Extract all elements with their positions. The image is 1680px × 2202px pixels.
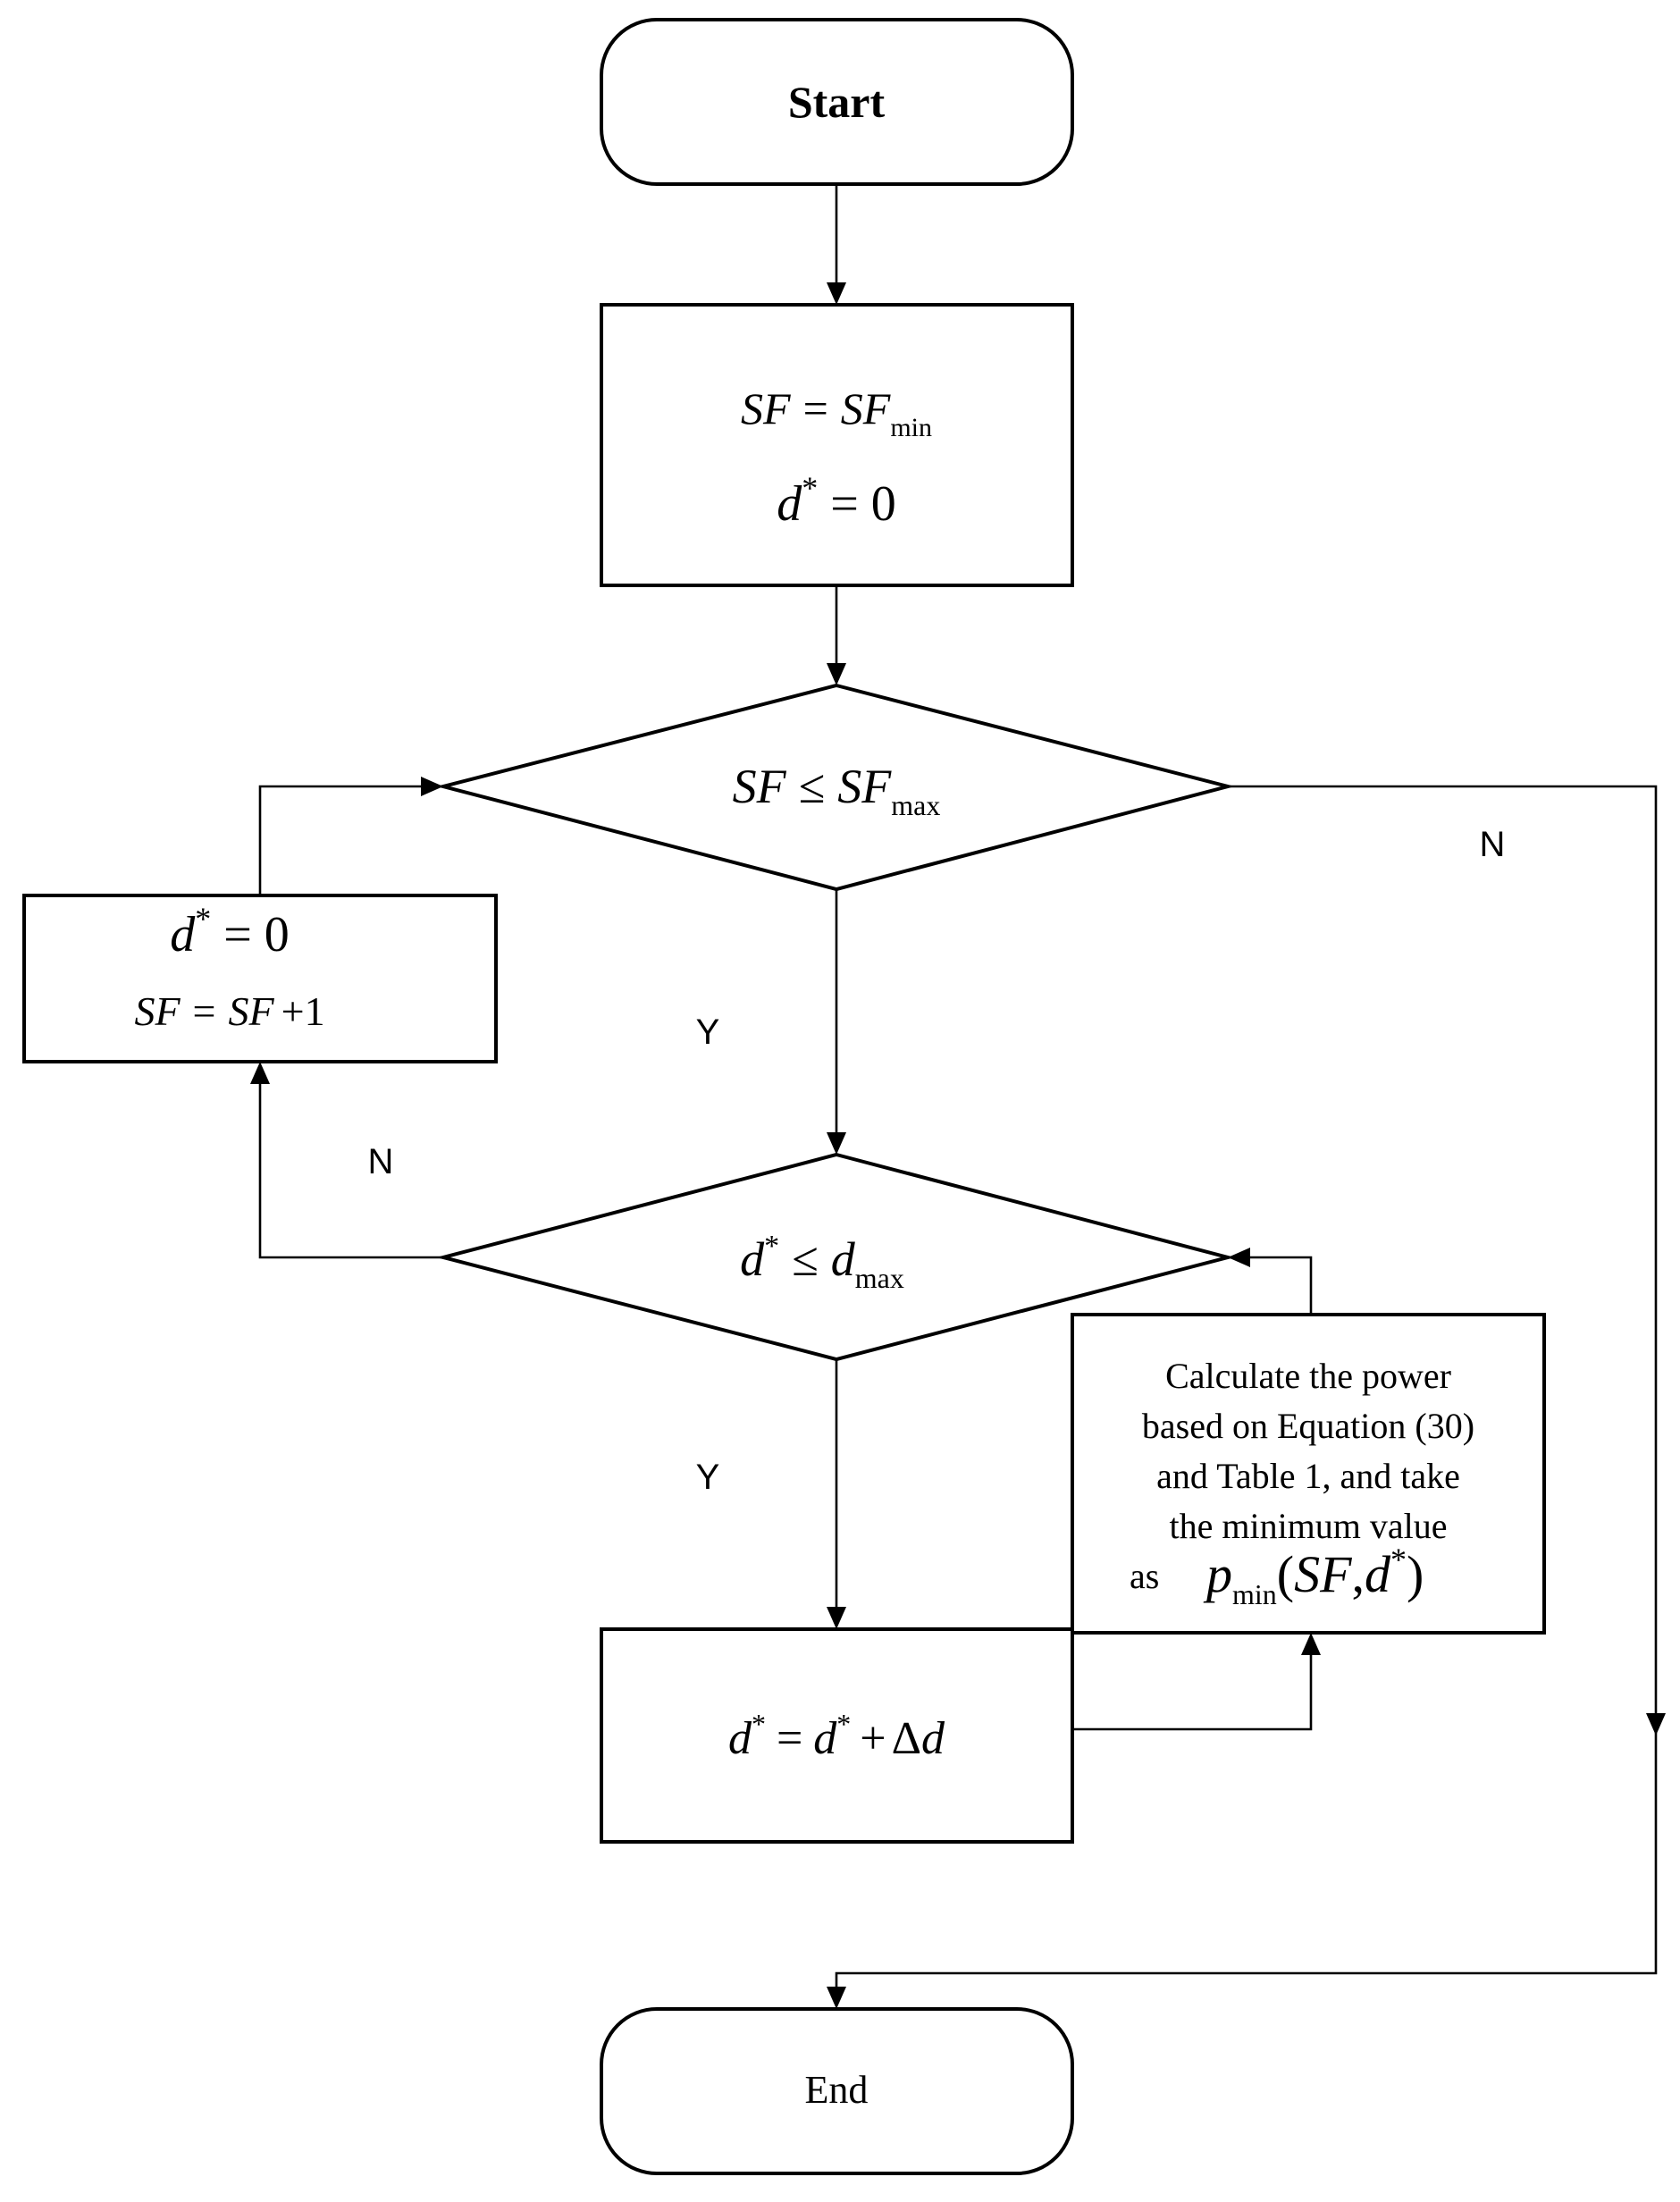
arrow-init-to-decision-sf (827, 585, 846, 685)
decision-sf-max-text: SF≤SFmax (733, 760, 941, 821)
arrow-update-to-calc (1072, 1633, 1321, 1731)
calc-text-line-2: based on Equation (30) (1142, 1406, 1474, 1446)
arrow-decision-sf-no (827, 785, 1666, 2009)
decision-d-max-text: d*≤dmax (740, 1230, 904, 1294)
init-process-box: SF=SFmin d*=0 (600, 303, 1074, 587)
arrow-start-to-init (827, 184, 846, 305)
start-node: Start (600, 18, 1074, 186)
decision-d-yes-label: Y (696, 1458, 720, 1497)
decision-sf-max: SF≤SFmax (436, 683, 1235, 892)
calc-text-line-1: Calculate the power (1165, 1356, 1451, 1396)
calc-pmin-expression: pmin(SF,d*) (1203, 1542, 1424, 1610)
init-d-equation: d*=0 (777, 470, 896, 532)
arrow-decision-sf-yes (827, 889, 846, 1155)
arrow-decision-d-yes (827, 1359, 846, 1629)
calc-text-line-3: and Table 1, and take (1156, 1456, 1460, 1496)
reset-sf-equation: SF=SF+1 (134, 988, 324, 1034)
arrow-calc-to-decision-d (1228, 1248, 1313, 1315)
update-process-box: d*=d*+Δd (600, 1627, 1074, 1844)
decision-sf-yes-label: Y (696, 1013, 720, 1052)
calc-as-label: as (1130, 1556, 1159, 1596)
reset-d-equation: d*=0 (170, 901, 290, 962)
decision-d-no-label: N (368, 1142, 394, 1181)
end-label: End (805, 2068, 869, 2112)
reset-process-box: d*=0 SF=SF+1 (22, 894, 498, 1063)
calc-text-line-4: the minimum value (1169, 1506, 1447, 1546)
arrow-reset-to-decision-sf (258, 777, 443, 895)
calc-process-box: Calculate the power based on Equation (3… (1071, 1313, 1546, 1635)
update-d-equation: d*=d*+Δd (728, 1708, 945, 1764)
init-sf-equation: SF=SFmin (741, 383, 932, 442)
start-label: Start (788, 77, 886, 127)
arrow-decision-d-no (250, 1062, 443, 1259)
decision-sf-no-label: N (1480, 825, 1506, 864)
end-node: End (600, 2007, 1074, 2175)
